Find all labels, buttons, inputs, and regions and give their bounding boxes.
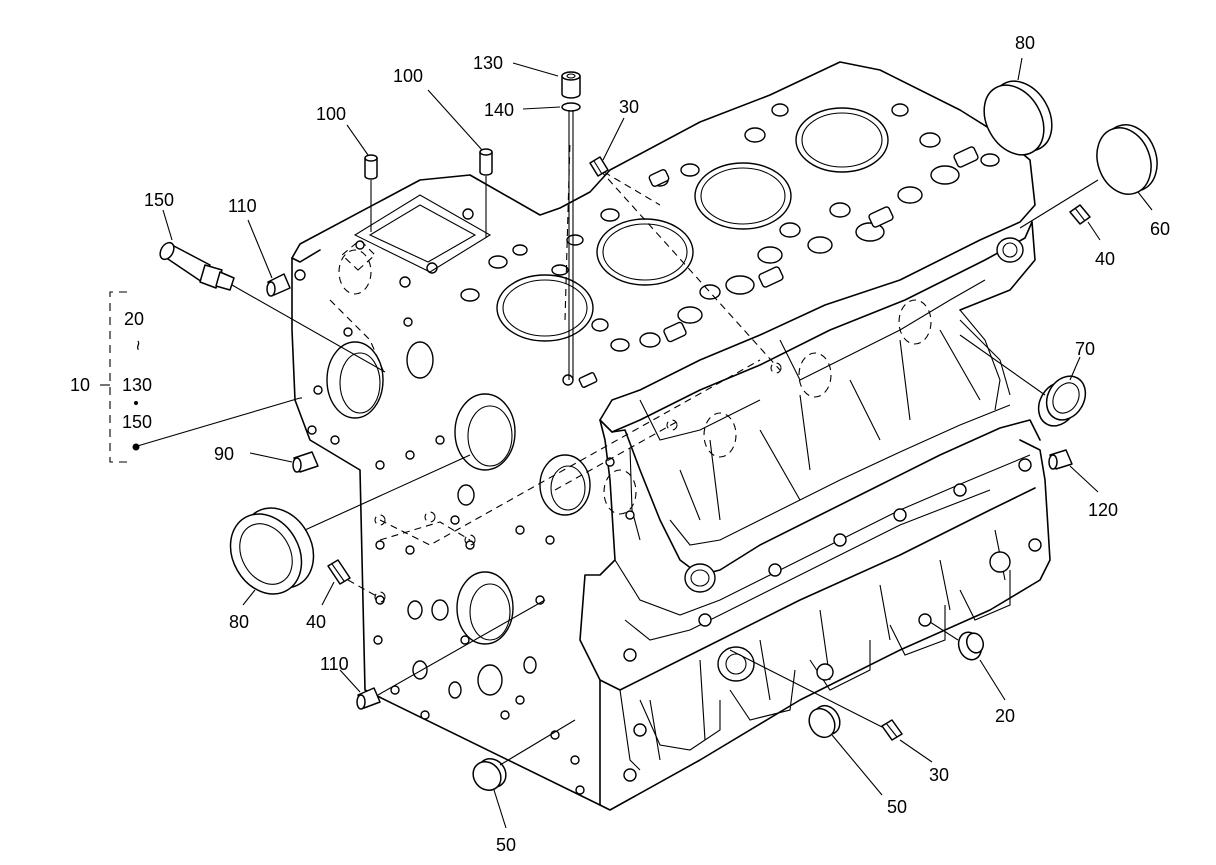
- plug-130: [561, 71, 581, 99]
- callout-20: 20: [995, 706, 1015, 726]
- dowel-100-left: [364, 154, 378, 232]
- front-bore-lower: [456, 571, 514, 645]
- callout-50-middle: 50: [887, 797, 907, 817]
- bullet-icon: [132, 443, 140, 451]
- callout-70: 70: [1075, 339, 1095, 359]
- leader-lines: [133, 57, 1153, 829]
- callout-labels: 130 140 100 100 30 80 60 40 150 110 70 9…: [144, 33, 1170, 855]
- dot-icon: [134, 401, 138, 405]
- plug-40-upper: [1069, 204, 1091, 225]
- label-kit-item-130: 130: [122, 375, 152, 395]
- cylinder-bore-4: [795, 107, 889, 173]
- callout-80-upper: 80: [1015, 33, 1035, 53]
- front-bore-upper-left: [326, 341, 384, 419]
- plug-30-upper: [589, 156, 661, 206]
- callout-120: 120: [1088, 500, 1118, 520]
- oil-pressure-switch-150: [159, 241, 386, 373]
- pin-120: [1048, 449, 1073, 470]
- front-face-features: [294, 237, 1042, 795]
- cap-60: [1096, 124, 1158, 195]
- plug-20: [929, 621, 985, 661]
- front-bore-camshaft: [454, 393, 516, 471]
- cylinder-bore-3: [694, 162, 792, 230]
- plug-30-lower: [729, 649, 903, 741]
- callout-30-upper: 30: [619, 97, 639, 117]
- label-kit-item-150: 150: [122, 412, 152, 432]
- callout-150: 150: [144, 190, 174, 210]
- callout-90: 90: [214, 444, 234, 464]
- cap-80-upper: [983, 80, 1053, 156]
- pin-110-upper: [266, 273, 291, 297]
- cylinder-bore-2: [596, 218, 694, 286]
- plug-40-lower: [327, 559, 379, 598]
- pin-90: [292, 451, 319, 473]
- label-kit-item-20: 20: [124, 309, 144, 329]
- callout-40-upper: 40: [1095, 249, 1115, 269]
- dowel-100-right: [479, 148, 493, 238]
- cap-50-lower: [472, 719, 576, 791]
- label-kit-wave: ~: [128, 340, 148, 351]
- callout-50-lower: 50: [496, 835, 516, 855]
- callout-100-left: 100: [316, 104, 346, 124]
- deck-features: [353, 103, 1000, 388]
- callout-30-lower: 30: [929, 765, 949, 785]
- callout-100-right: 100: [393, 66, 423, 86]
- kit-bracket-10: 10 20 ~ 130 150: [70, 291, 152, 463]
- loose-parts: [159, 71, 1158, 791]
- seal-70: [959, 334, 1087, 427]
- callout-60: 60: [1150, 219, 1170, 239]
- callout-40-lower: 40: [306, 612, 326, 632]
- callout-110-lower: 110: [320, 654, 349, 674]
- o-ring-140: [561, 102, 581, 112]
- callout-140: 140: [484, 100, 514, 120]
- callout-130: 130: [473, 53, 503, 73]
- label-kit-10: 10: [70, 375, 90, 395]
- pin-110-lower: [356, 599, 546, 710]
- callout-80-lower: 80: [229, 612, 249, 632]
- seal-80-lower: [229, 454, 471, 595]
- cylinder-bore-1: [496, 274, 594, 342]
- cap-50-middle: [808, 704, 841, 739]
- callout-110-upper: 110: [228, 196, 257, 216]
